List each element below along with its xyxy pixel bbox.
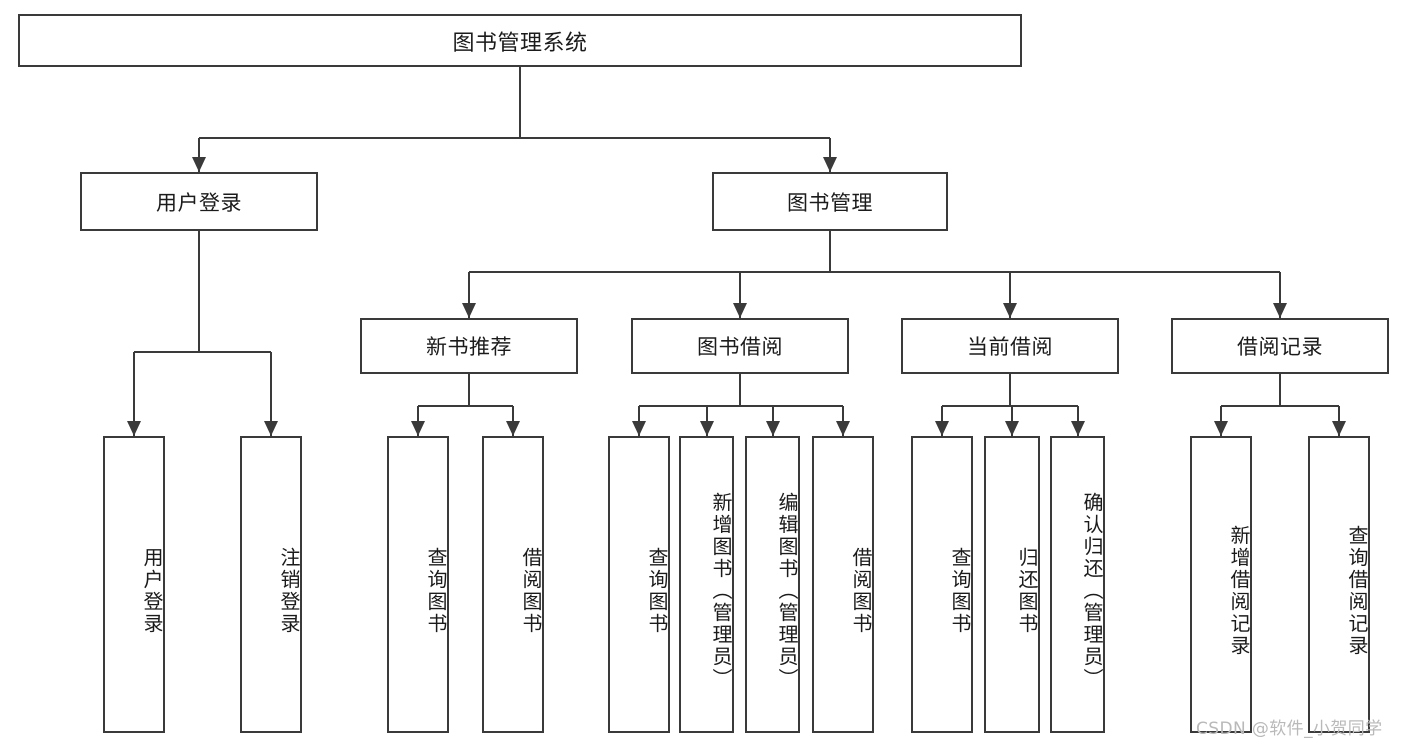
node-root-book-management-system[interactable]: 图书管理系统 [18, 14, 1022, 67]
node-label: 借阅记录 [1237, 335, 1323, 359]
node-leaf-edit-book-admin[interactable]: 编辑图书（管理员） [745, 436, 800, 733]
arrow-head-icon [733, 303, 747, 318]
arrow-head-icon [1332, 421, 1346, 436]
node-label: 新增图书（管理员） [709, 491, 733, 690]
connector-vertical [468, 272, 470, 318]
node-book-borrow[interactable]: 图书借阅 [631, 318, 849, 374]
connector-vertical [519, 67, 521, 138]
arrow-head-icon [632, 421, 646, 436]
connector-vertical [468, 374, 470, 406]
connector-vertical [829, 138, 831, 172]
arrow-head-icon [264, 421, 278, 436]
csdn-watermark: CSDN @软件_小贺同学 [1196, 719, 1383, 739]
node-label: 查询借阅记录 [1345, 524, 1369, 657]
arrow-head-icon [127, 421, 141, 436]
connector-horizontal [942, 405, 1078, 407]
arrow-head-icon [506, 421, 520, 436]
arrow-head-icon [935, 421, 949, 436]
node-leaf-query-book-recommendation[interactable]: 查询图书 [387, 436, 449, 733]
node-label: 图书管理系统 [452, 30, 588, 56]
node-user-login[interactable]: 用户登录 [80, 172, 318, 231]
node-label: 编辑图书（管理员） [775, 491, 799, 690]
connector-horizontal [199, 137, 830, 139]
node-borrow-record[interactable]: 借阅记录 [1171, 318, 1389, 374]
node-label: 用户登录 [156, 190, 242, 215]
node-label: 当前借阅 [967, 335, 1053, 359]
connector-vertical [270, 352, 272, 436]
node-label: 查询图书 [948, 546, 972, 635]
node-leaf-query-book-borrow[interactable]: 查询图书 [608, 436, 670, 733]
node-leaf-user-logout[interactable]: 注销登录 [240, 436, 302, 733]
node-leaf-add-borrow-record[interactable]: 新增借阅记录 [1190, 436, 1252, 733]
connector-vertical [198, 138, 200, 172]
connector-horizontal [1221, 405, 1339, 407]
arrow-head-icon [411, 421, 425, 436]
node-label: 借阅图书 [519, 546, 543, 635]
arrow-head-icon [462, 303, 476, 318]
connector-vertical [739, 374, 741, 406]
node-leaf-borrow-book[interactable]: 借阅图书 [812, 436, 874, 733]
connector-vertical [133, 352, 135, 436]
connector-vertical [1009, 374, 1011, 406]
node-leaf-user-login[interactable]: 用户登录 [103, 436, 165, 733]
connector-horizontal [418, 405, 513, 407]
node-new-book-recommendation[interactable]: 新书推荐 [360, 318, 578, 374]
connector-horizontal [639, 405, 843, 407]
connector-vertical [1009, 272, 1011, 318]
node-label: 确认归还（管理员） [1080, 491, 1104, 690]
connector-horizontal [469, 271, 1280, 273]
node-label: 用户登录 [140, 546, 164, 635]
node-leaf-query-borrow-record[interactable]: 查询借阅记录 [1308, 436, 1370, 733]
node-leaf-return-book[interactable]: 归还图书 [984, 436, 1040, 733]
arrow-head-icon [192, 157, 206, 172]
node-current-borrow[interactable]: 当前借阅 [901, 318, 1119, 374]
node-leaf-borrow-book-recommendation[interactable]: 借阅图书 [482, 436, 544, 733]
arrow-head-icon [836, 421, 850, 436]
connector-vertical [1279, 374, 1281, 406]
node-label: 图书管理 [787, 190, 873, 215]
node-leaf-confirm-return-admin[interactable]: 确认归还（管理员） [1050, 436, 1105, 733]
arrow-head-icon [699, 421, 714, 436]
node-leaf-query-book-current[interactable]: 查询图书 [911, 436, 973, 733]
node-leaf-add-book-admin[interactable]: 新增图书（管理员） [679, 436, 734, 733]
node-label: 图书借阅 [697, 335, 783, 359]
connector-vertical [829, 231, 831, 272]
connector-vertical [1279, 272, 1281, 318]
node-label: 借阅图书 [849, 546, 873, 635]
arrow-head-icon [1070, 421, 1085, 436]
connector-horizontal [134, 351, 271, 353]
node-label: 新增借阅记录 [1227, 524, 1251, 657]
arrow-head-icon [1005, 421, 1019, 436]
node-label: 新书推荐 [426, 335, 512, 359]
arrow-head-icon [765, 421, 780, 436]
arrow-head-icon [823, 157, 837, 172]
arrow-head-icon [1003, 303, 1017, 318]
node-label: 查询图书 [645, 546, 669, 635]
node-label: 注销登录 [277, 546, 301, 635]
node-book-management[interactable]: 图书管理 [712, 172, 948, 231]
arrow-head-icon [1214, 421, 1228, 436]
node-label: 查询图书 [424, 546, 448, 635]
connector-vertical [198, 231, 200, 352]
arrow-head-icon [1273, 303, 1287, 318]
node-label: 归还图书 [1015, 546, 1039, 635]
connector-vertical [739, 272, 741, 318]
